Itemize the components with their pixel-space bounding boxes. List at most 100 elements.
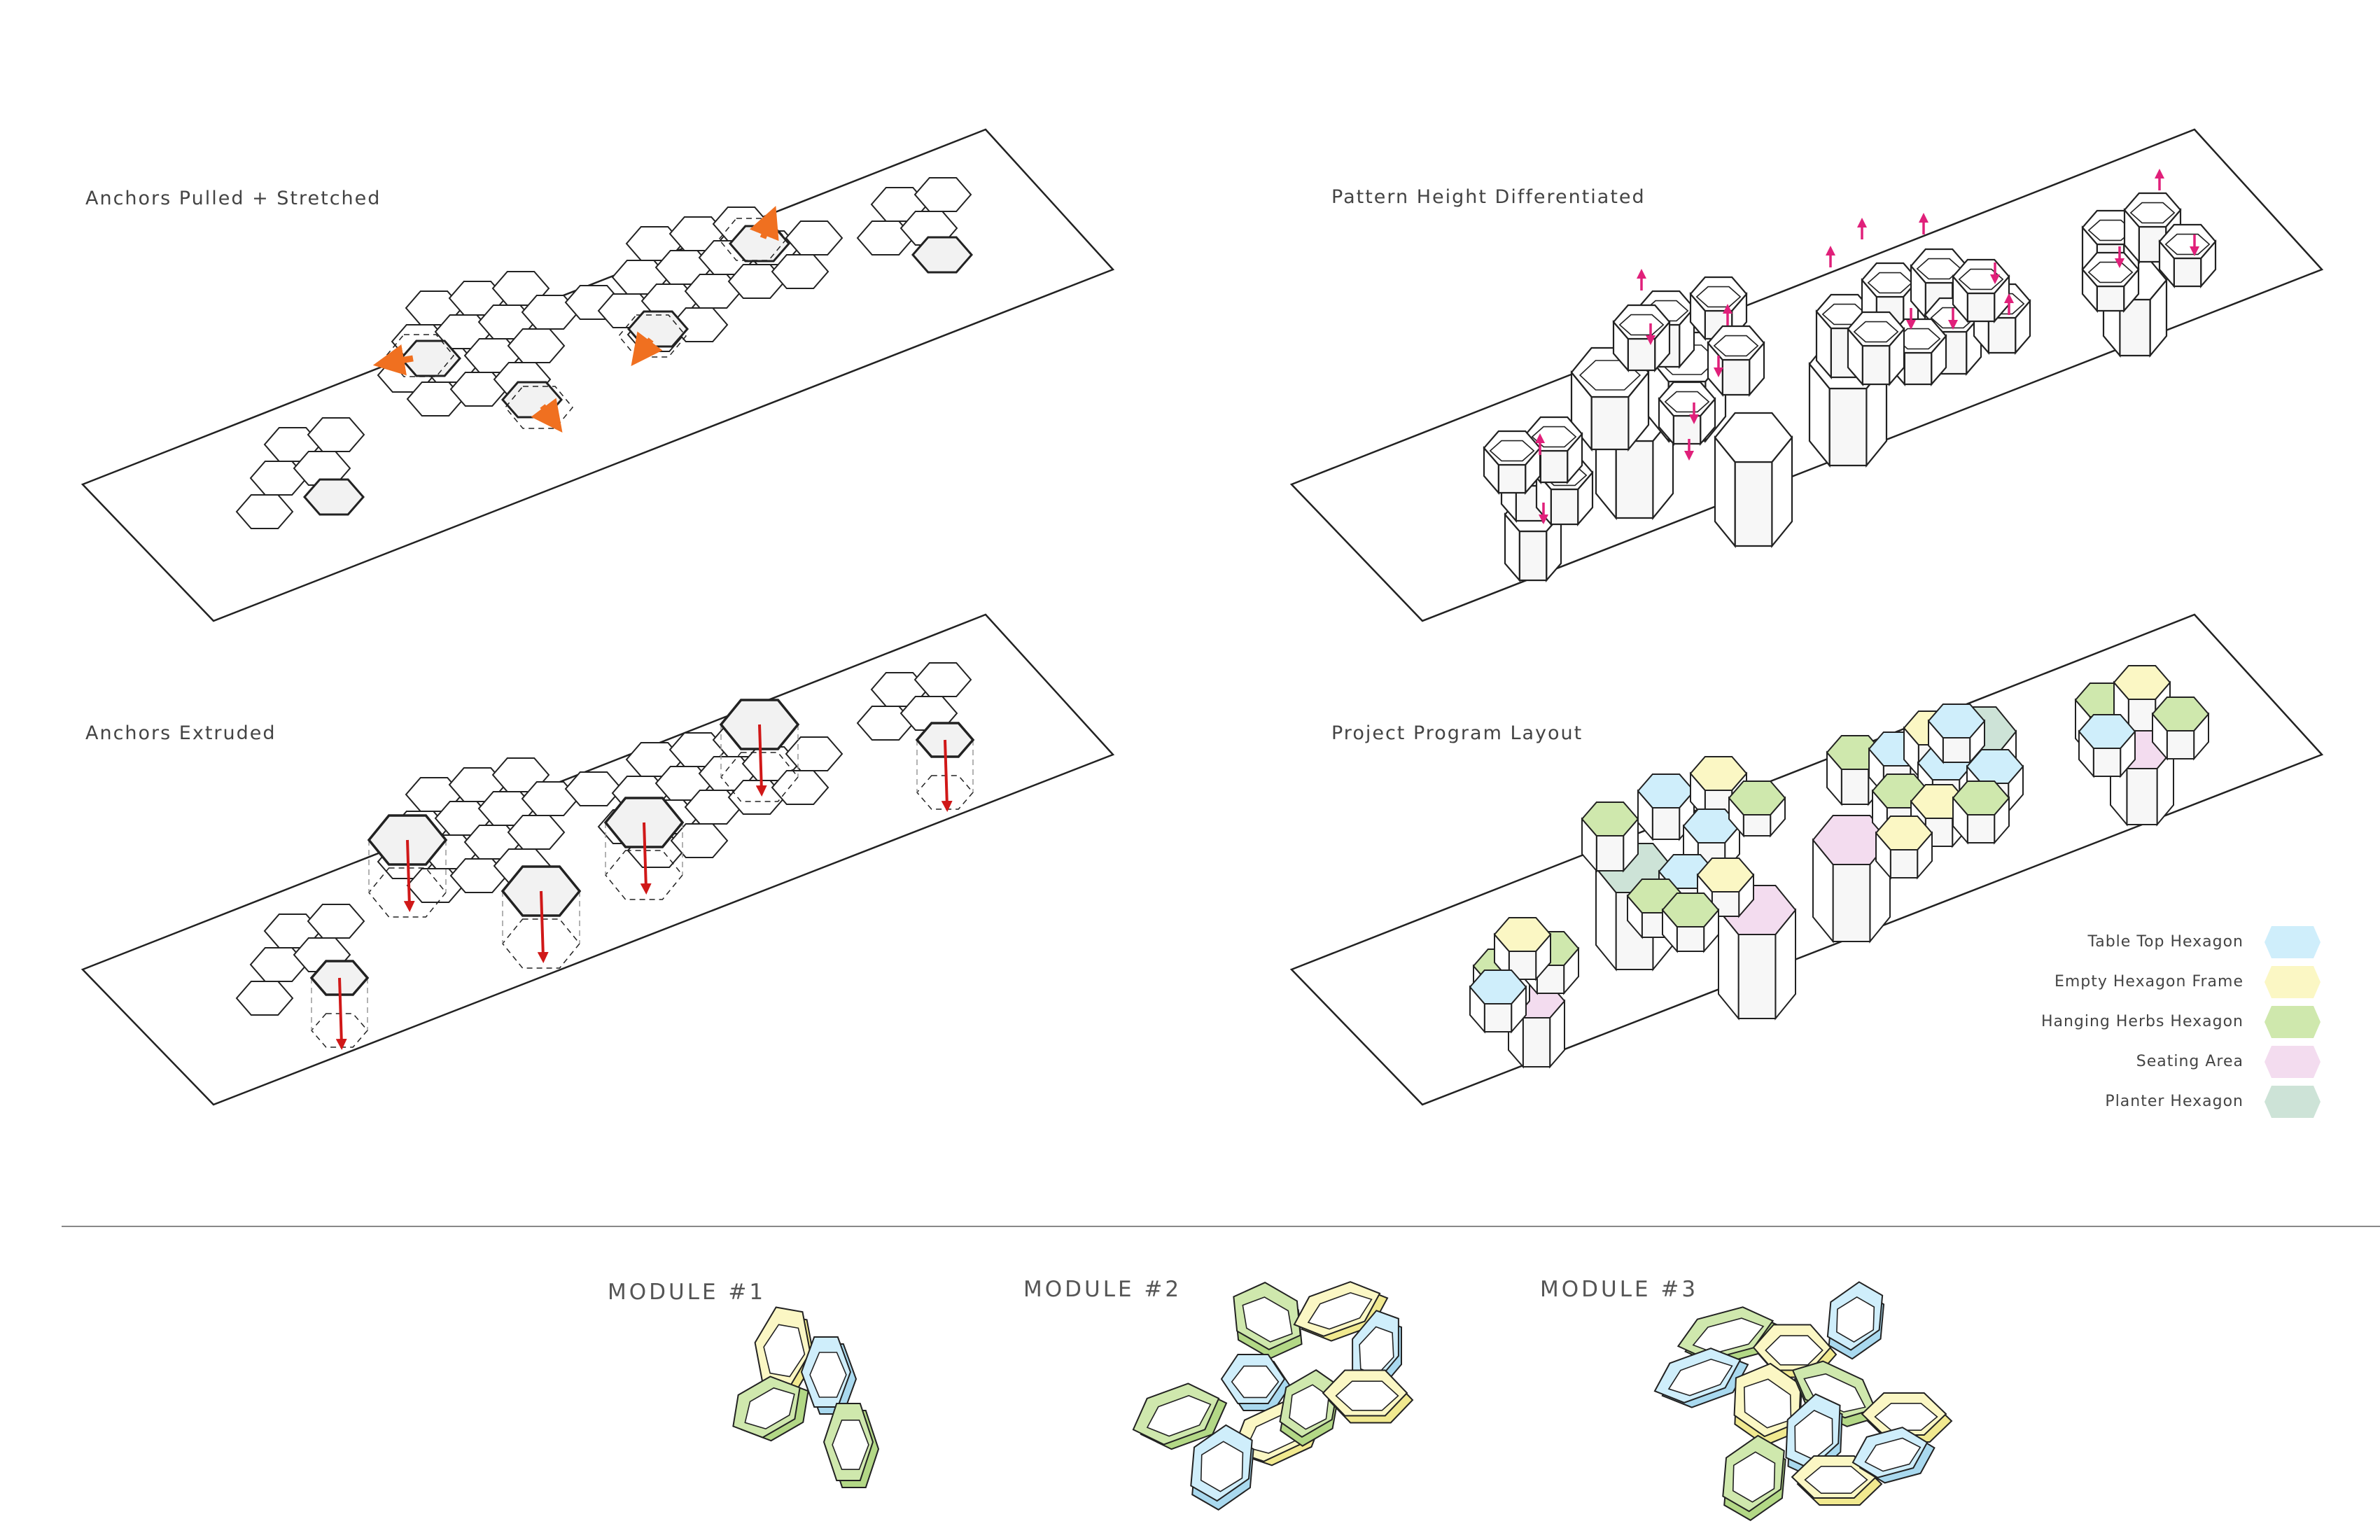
- prism-side: [1734, 461, 1773, 547]
- prism-top: [1952, 780, 2010, 816]
- hex-cell: [913, 177, 972, 212]
- legend-hanging-herbs: Hanging Herbs Hexagon: [2019, 1006, 2320, 1048]
- prism-frame-inner: [1489, 440, 1535, 462]
- frame-inner: [1307, 1292, 1373, 1330]
- legend-label: Seating Area: [2136, 1053, 2244, 1070]
- legend-swatch-hex-icon: [2264, 1006, 2320, 1038]
- prism-frame-inner: [1916, 258, 1962, 280]
- prism-side: [2127, 699, 2157, 732]
- hex-cell: [449, 372, 508, 407]
- prism-side: [1987, 316, 2017, 354]
- hex-frame-module: [1293, 1281, 1389, 1342]
- frame-inner: [1335, 1380, 1399, 1411]
- prism-side: [1828, 387, 1868, 467]
- ghost-hex: [505, 386, 573, 429]
- legend-table-top: Table Top Hexagon: [2019, 926, 2320, 968]
- ghost-hex: [386, 334, 454, 377]
- prism-side: [1861, 344, 1891, 386]
- prism-side: [2092, 748, 2122, 777]
- prism-top: [1927, 704, 1986, 738]
- frame-inner: [1804, 1466, 1868, 1494]
- hex-frame-module: [822, 1403, 880, 1488]
- hex-frame-module: [1826, 1281, 1885, 1360]
- legend-label: Empty Hexagon Frame: [2054, 973, 2244, 990]
- prism-top: [1728, 780, 1786, 816]
- hex-frame-module: [1352, 1310, 1402, 1394]
- prism-top: [1966, 749, 2024, 784]
- prism-frame-inner: [1713, 335, 1759, 357]
- legend-swatch-hex-icon: [2264, 1046, 2320, 1078]
- prism-side: [1942, 737, 1971, 763]
- hex-cell: [235, 981, 294, 1016]
- prism-frame-inner: [1618, 314, 1665, 336]
- extrude-arrow: [403, 839, 415, 912]
- frame-inner: [1803, 1373, 1866, 1413]
- hex-frame-module: [1653, 1348, 1749, 1408]
- hex-cell: [235, 494, 294, 529]
- pull-arrow: [749, 206, 779, 241]
- hex-cell: [406, 382, 465, 416]
- hex-frame-module: [1279, 1368, 1340, 1447]
- prism-frame-inner: [1867, 272, 1913, 294]
- hex-cell: [521, 781, 580, 816]
- hex-frame-module: [1733, 1362, 1802, 1446]
- prism-side: [2166, 730, 2195, 760]
- hex-cell: [507, 328, 566, 363]
- hex-cell: [727, 780, 786, 815]
- prism-side: [2096, 285, 2125, 312]
- hex-cell: [856, 706, 915, 741]
- legend-planter: Planter Hexagon: [2019, 1086, 2320, 1128]
- frame-inner: [1667, 1358, 1733, 1396]
- hex-cell: [307, 417, 365, 452]
- prism-top: [2151, 696, 2210, 732]
- hex-cell: [249, 947, 308, 982]
- frame-inner: [1200, 1441, 1244, 1492]
- hex-frame-module: [1322, 1369, 1414, 1424]
- ground-plane-p2: [1289, 128, 2324, 622]
- hex-cell: [449, 858, 508, 893]
- panel-4-program-volumes: [1469, 665, 2210, 1069]
- frame-inner: [809, 1352, 847, 1398]
- pull-arrow: [531, 398, 563, 433]
- extrude-arrow: [941, 739, 953, 812]
- panel-title-pattern-height: Pattern Height Differentiated: [1331, 186, 1646, 208]
- prism-side: [1483, 1003, 1513, 1032]
- hex-frame-module: [1132, 1382, 1228, 1450]
- frame-inner: [1732, 1451, 1776, 1503]
- extrude-arrow: [640, 822, 652, 895]
- prism-side: [1518, 530, 1548, 582]
- panel-1-hex-clusters: [235, 177, 973, 529]
- prism-frame-inner: [1664, 391, 1710, 413]
- hex-cell: [406, 868, 465, 903]
- pull-arrow: [631, 331, 663, 366]
- legend-label: Hanging Herbs Hexagon: [2040, 1013, 2244, 1030]
- hex-cell: [684, 274, 743, 309]
- frame-inner: [744, 1387, 795, 1429]
- hex-cell: [727, 264, 786, 299]
- frame-inner: [1692, 1317, 1765, 1354]
- module-drawings: [732, 1281, 1953, 1521]
- hex-frame-module: [1190, 1424, 1254, 1511]
- hex-frame-module: [1791, 1455, 1883, 1506]
- legend-swatch-hex-icon: [2264, 1086, 2320, 1118]
- hex-cell: [564, 771, 623, 806]
- prism-side: [1676, 926, 1705, 952]
- prism-side: [1627, 337, 1656, 372]
- prism-top: [1714, 412, 1793, 463]
- frame-inner: [1146, 1394, 1212, 1437]
- prism-side: [1550, 488, 1579, 526]
- frame-inner: [1864, 1437, 1921, 1472]
- prism-side: [1840, 769, 1870, 805]
- prism-side: [1595, 835, 1625, 872]
- legend-label: Table Top Hexagon: [2087, 933, 2244, 951]
- module-3-title: MODULE #3: [1540, 1277, 1699, 1302]
- prism-top: [1493, 917, 1552, 952]
- prism-side: [1522, 1017, 1551, 1068]
- prism-top: [2113, 665, 2171, 700]
- prism-top: [1696, 858, 1755, 892]
- hex-cell: [521, 295, 580, 330]
- prism-top: [1637, 774, 1695, 808]
- hex-cell: [785, 220, 844, 255]
- hex-frame-module: [1220, 1354, 1292, 1411]
